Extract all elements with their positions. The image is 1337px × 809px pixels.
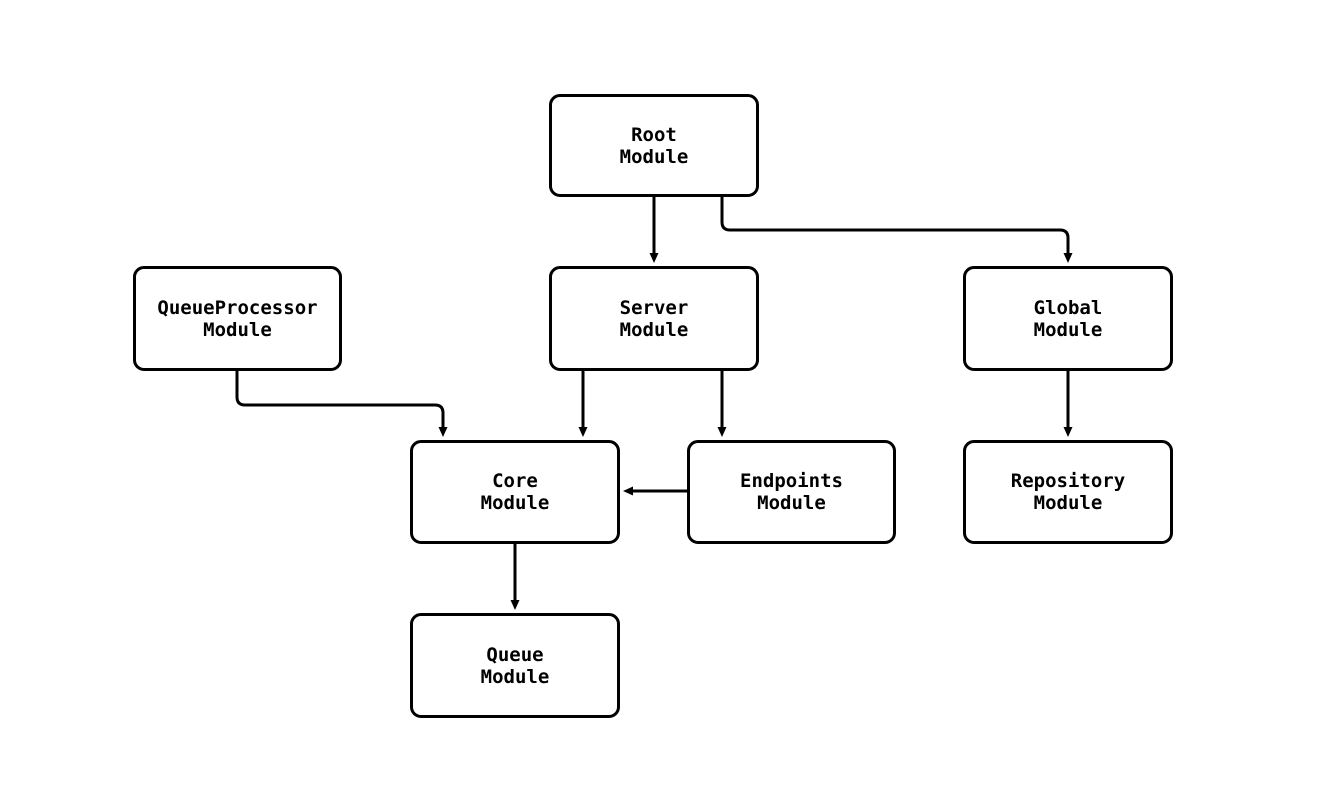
node-global-module-label-line1: Global [1033,296,1103,319]
node-core-module-label-line2: Module [480,492,550,514]
node-global-module[interactable]: Global Module [963,266,1173,371]
node-endpoints-module-label-line2: Module [757,492,826,514]
node-queue-module-label-line2: Module [480,665,550,688]
node-repository-module-label-line2: Module [1033,492,1103,514]
node-repository-module[interactable]: Repository Module [963,440,1173,544]
node-server-module-label-line1: Server [619,296,689,319]
node-root-module-label-line2: Module [619,145,689,168]
edge-queueprocessor-to-core [235,371,448,437]
node-global-module-label-line2: Module [1033,318,1103,341]
node-server-module[interactable]: Server Module [549,266,759,371]
node-root-module[interactable]: Root Module [549,94,759,197]
node-core-module[interactable]: Core Module [410,440,620,544]
node-core-module-label-line1: Core [492,470,538,492]
node-queueprocessor-module-label-line2: Module [203,318,272,341]
node-repository-module-label-line1: Repository [1010,470,1126,492]
edge-root-to-global [720,197,1073,263]
node-endpoints-module-label-line1: Endpoints [740,470,843,492]
node-root-module-label-line1: Root [631,123,677,146]
node-server-module-label-line2: Module [619,318,689,341]
node-queueprocessor-module[interactable]: QueueProcessor Module [133,266,342,371]
node-queueprocessor-module-label-line1: QueueProcessor [157,296,318,319]
node-queue-module-label-line1: Queue [486,643,544,666]
node-queue-module[interactable]: Queue Module [410,613,620,718]
node-endpoints-module[interactable]: Endpoints Module [687,440,896,544]
